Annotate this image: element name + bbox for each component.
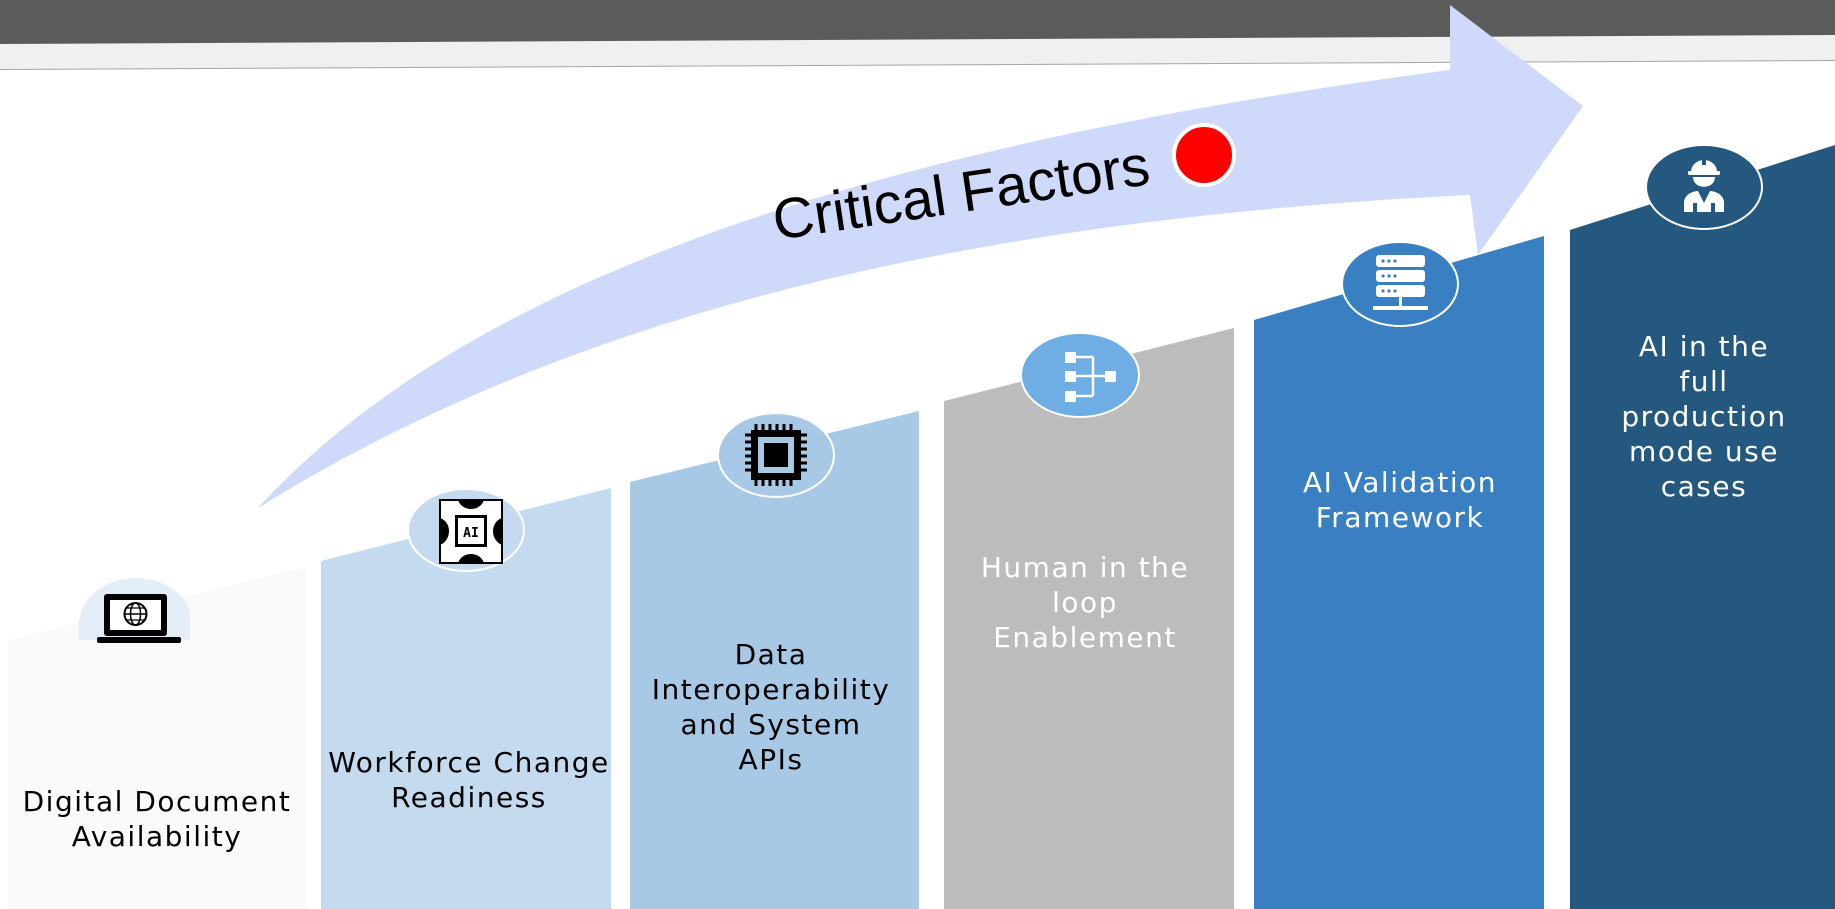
step-label-1: Digital Document Availability <box>22 785 292 853</box>
step-label-3: Data Interoperability and System APIs <box>651 638 891 776</box>
svg-text:AI: AI <box>463 526 479 541</box>
step-bar-5 <box>1254 236 1544 909</box>
step-bar-4 <box>944 328 1234 909</box>
step-bar-2 <box>321 488 611 909</box>
server-icon <box>1341 241 1459 327</box>
step-bar-6 <box>1570 145 1835 909</box>
ai-chip-icon: AI <box>407 488 525 572</box>
flowchart-icon <box>1020 332 1140 418</box>
step-label-5: AI Validation Framework <box>1302 466 1498 534</box>
critical-factors-arrow <box>258 5 1583 508</box>
step-label-4: Human in the loop Enablement <box>980 551 1190 654</box>
engineer-icon <box>1645 144 1763 230</box>
processor-icon <box>717 412 835 498</box>
step-label-6: AI in the full production mode use cases <box>1621 330 1787 503</box>
laptop-globe-icon <box>79 578 190 643</box>
step-bar-3 <box>630 411 919 909</box>
step-bar-1 <box>8 567 306 909</box>
red-status-dot <box>1172 123 1236 187</box>
step-label-2: Workforce Change Readiness <box>328 746 610 814</box>
